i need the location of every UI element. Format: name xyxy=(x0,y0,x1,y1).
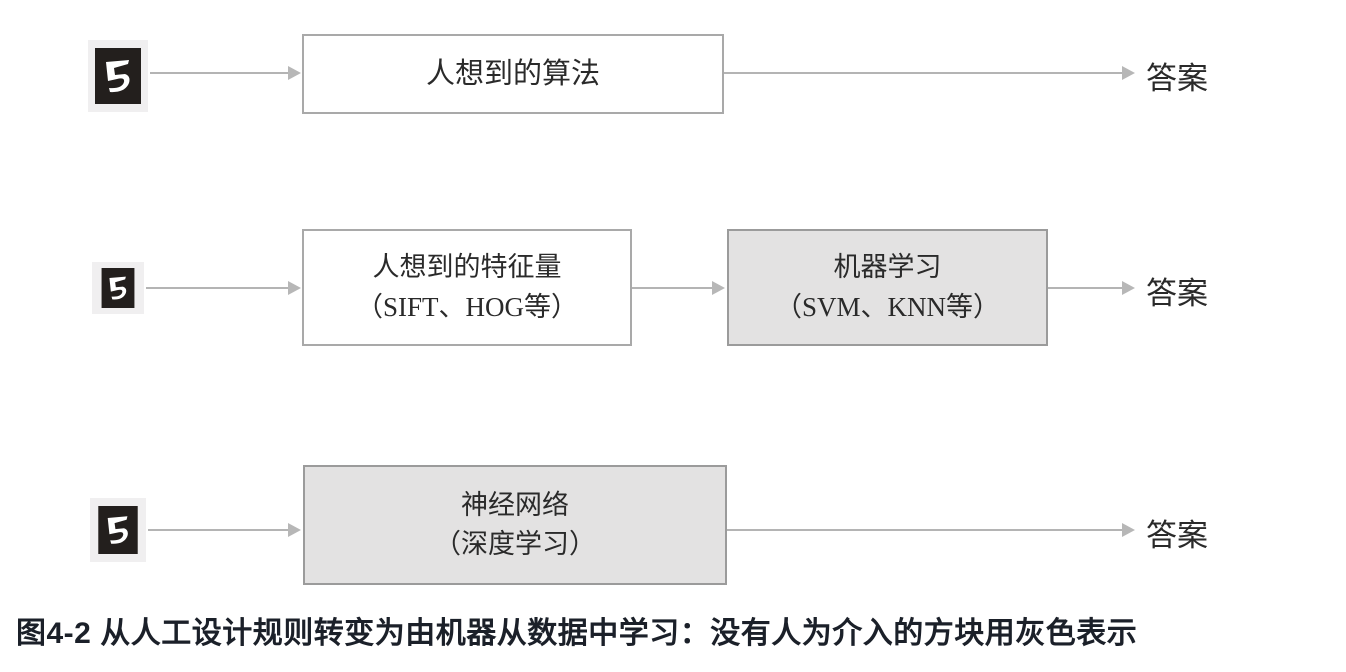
connector-input-to-box-row1 xyxy=(150,72,290,74)
handwritten-digit-five-icon xyxy=(92,262,144,314)
answer-label-row1: 答案 xyxy=(1146,61,1208,96)
connector-box-to-answer-row1 xyxy=(724,72,1124,74)
box-human-algorithm-line-1: 人想到的算法 xyxy=(425,57,600,90)
box-machine-learning: 机器学习 （SVM、KNN等） xyxy=(727,229,1048,346)
box-neural-network: 神经网络 （深度学习） xyxy=(303,465,727,585)
digit-five-glyph xyxy=(98,506,138,554)
handwritten-digit-five-icon xyxy=(88,40,148,112)
arrowhead-box-to-answer-row1 xyxy=(1122,66,1135,80)
connector-box-to-answer-row2 xyxy=(1048,287,1124,289)
box-human-features-line-2: （SIFT、HOG等） xyxy=(355,291,578,322)
arrowhead-box-to-answer-row3 xyxy=(1122,523,1135,537)
connector-input-to-box-row2 xyxy=(146,287,290,289)
arrowhead-input-to-box-row1 xyxy=(288,66,301,80)
arrowhead-box-to-answer-row2 xyxy=(1122,281,1135,295)
arrowhead-input-to-box-row2 xyxy=(288,281,301,295)
box-neural-network-line-2: （深度学习） xyxy=(434,529,596,559)
figure-caption: 图4-2 从人工设计规则转变为由机器从数据中学习：没有人为介入的方块用灰色表示 xyxy=(16,617,1138,650)
arrowhead-input-to-box-row3 xyxy=(288,523,301,537)
digit-five-glyph xyxy=(101,268,135,308)
box-machine-learning-line-2: （SVM、KNN等） xyxy=(774,291,1001,322)
connector-features-to-ml-row2 xyxy=(632,287,714,289)
connector-box-to-answer-row3 xyxy=(727,529,1124,531)
box-human-algorithm: 人想到的算法 xyxy=(302,34,724,114)
box-human-features: 人想到的特征量 （SIFT、HOG等） xyxy=(302,229,632,346)
box-neural-network-line-1: 神经网络 xyxy=(461,489,569,520)
box-human-features-line-1: 人想到的特征量 xyxy=(372,252,562,283)
box-machine-learning-line-1: 机器学习 xyxy=(833,252,942,283)
handwritten-digit-five-icon xyxy=(90,498,146,562)
connector-input-to-box-row3 xyxy=(148,529,290,531)
answer-label-row3: 答案 xyxy=(1146,518,1208,553)
arrowhead-features-to-ml-row2 xyxy=(712,281,725,295)
digit-five-glyph xyxy=(95,48,141,104)
answer-label-row2: 答案 xyxy=(1146,276,1208,311)
